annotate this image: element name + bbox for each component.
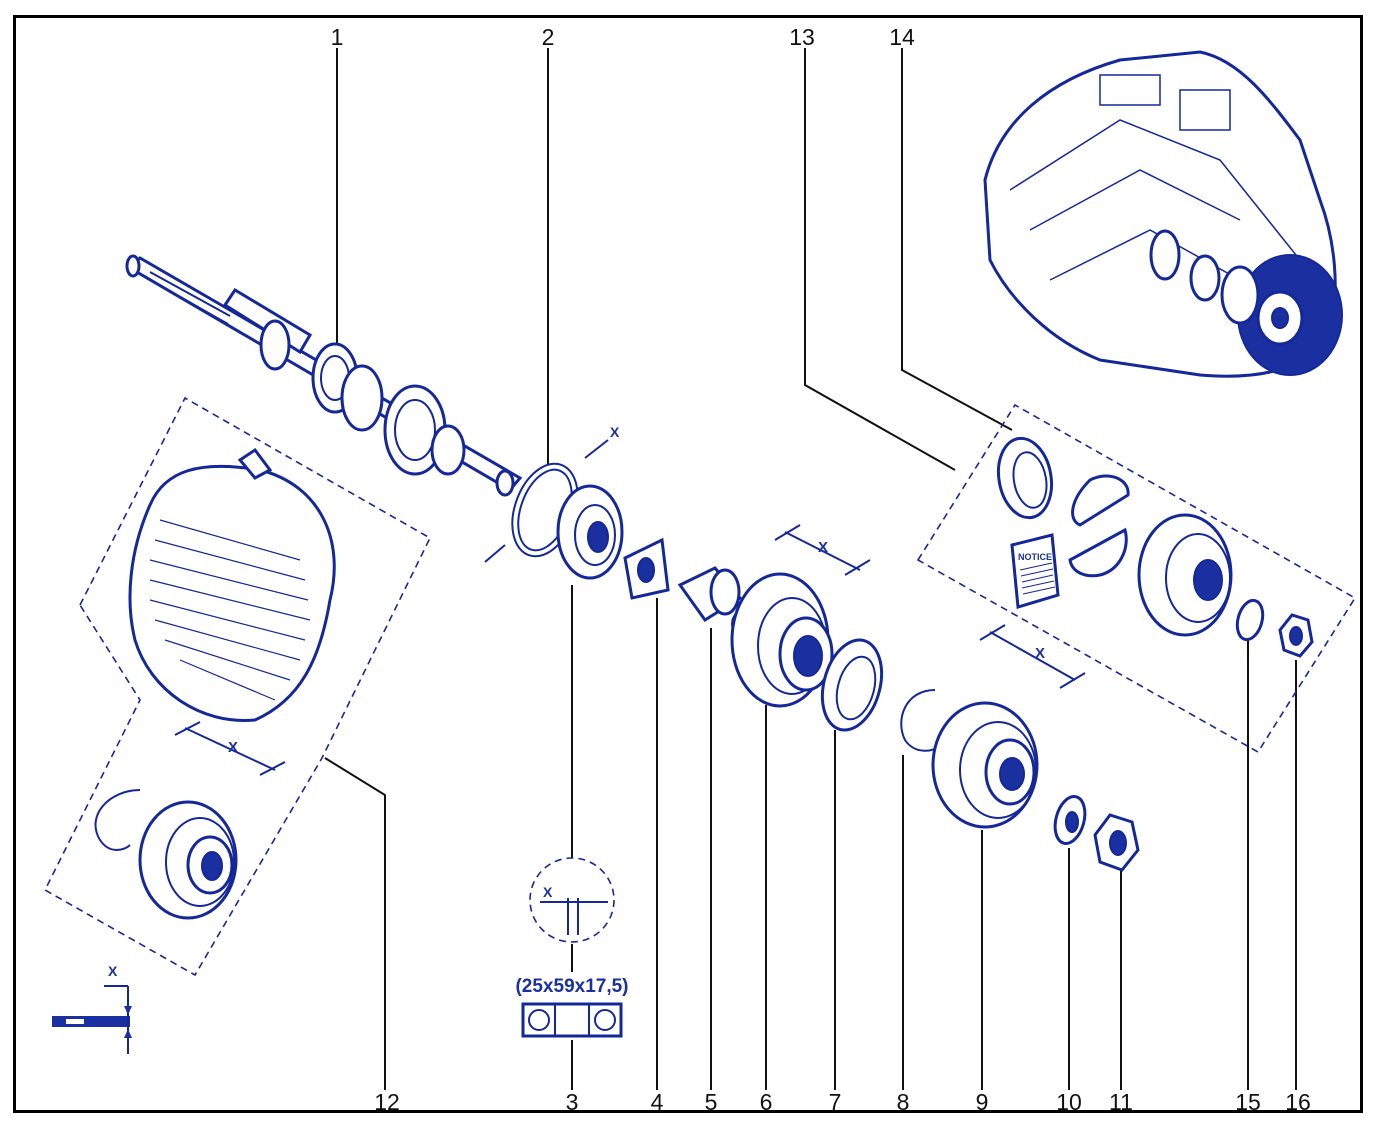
kit-washer <box>1235 598 1265 642</box>
callout-12: 12 <box>374 1089 400 1115</box>
callout-7: 7 <box>829 1089 842 1115</box>
callout-16: 16 <box>1285 1089 1311 1115</box>
callout-8: 8 <box>897 1089 910 1115</box>
leader-lines <box>324 48 1297 1090</box>
fifth-gear: X <box>730 524 871 708</box>
needle-bushing <box>677 566 743 623</box>
callout-13: 13 <box>789 24 815 50</box>
kit-nut <box>1278 613 1314 658</box>
notice-label: NOTICE <box>1018 552 1052 562</box>
callout-5: 5 <box>705 1089 718 1115</box>
retaining-clip <box>900 689 941 752</box>
gearbox-assembly <box>983 50 1343 378</box>
washer-plate <box>623 537 670 600</box>
kit-ring <box>996 436 1054 520</box>
bearing-size-label: (25x59x17,5) <box>515 976 628 997</box>
callout-6: 6 <box>760 1089 773 1115</box>
rear-cover <box>128 447 336 722</box>
dim-x-hub: X <box>1035 645 1045 662</box>
callout-3: 3 <box>566 1089 579 1115</box>
kit-half-shells <box>1068 474 1130 578</box>
shaft-gear-small <box>259 319 291 371</box>
dim-x-detail: X <box>543 884 553 900</box>
synchro-hub: X <box>931 624 1086 829</box>
bearing-detail: X (25x59x17,5) <box>515 857 629 1038</box>
callout-4: 4 <box>651 1089 664 1115</box>
rear-kit-group: NOTICE <box>916 403 1357 754</box>
callout-2: 2 <box>542 24 555 50</box>
shaft-gear-2 <box>340 364 384 432</box>
callout-1: 1 <box>331 24 344 50</box>
notice-sheet: NOTICE <box>1010 533 1060 609</box>
main-shaft <box>125 254 523 497</box>
dim-x-cover: X <box>228 739 238 756</box>
dim-x-legend: X <box>108 963 118 979</box>
dim-x-snap: X <box>610 424 620 440</box>
cover-group: X <box>43 396 432 977</box>
dim-x-gear: X <box>818 539 828 556</box>
callout-15: 15 <box>1235 1089 1261 1115</box>
bearing <box>556 484 624 580</box>
cover-hub: X <box>94 721 286 920</box>
callout-10: 10 <box>1056 1089 1082 1115</box>
kit-hub <box>1137 513 1233 637</box>
hex-nut <box>1093 813 1140 872</box>
synchro-ring <box>820 638 884 732</box>
callout-labels: 1 2 13 14 12 3 4 5 6 7 8 9 10 11 15 16 <box>331 24 1311 1115</box>
lock-washer <box>1053 795 1087 845</box>
thickness-legend: X <box>52 963 132 1054</box>
bearing-section <box>521 1002 623 1038</box>
callout-11: 11 <box>1109 1089 1133 1115</box>
callout-9: 9 <box>976 1089 989 1115</box>
callout-14: 14 <box>889 24 915 50</box>
diagram-frame <box>13 15 1363 1113</box>
